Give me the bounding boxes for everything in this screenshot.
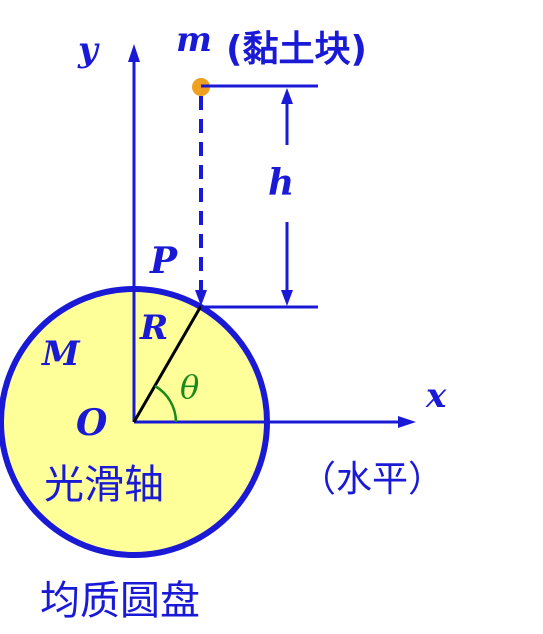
h-dimension-arrow-down (281, 290, 293, 306)
angle-arc (154, 384, 178, 423)
disk-mass-label: M (42, 334, 80, 374)
axle-note-label: 光滑轴 (44, 462, 164, 508)
mass-m-label: m (176, 20, 212, 60)
x-axis-label: x (426, 376, 447, 416)
horizontal-note-label: （水平） (300, 459, 445, 500)
h-dimension-arrow-up (281, 88, 293, 104)
point-p-label: P (150, 240, 178, 282)
y-axis-label: y (78, 30, 98, 70)
angle-theta-label: θ (180, 368, 200, 406)
y-axis-arrowhead (128, 44, 140, 62)
radius-line (132, 305, 203, 423)
radius-r-label: R (140, 308, 169, 348)
fall-path-arrowhead (195, 290, 207, 306)
clay-note-label: (黏土块) (226, 29, 367, 70)
x-axis-arrowhead (398, 416, 416, 428)
disk-caption-label: 均质圆盘 (40, 578, 200, 624)
origin-label: O (76, 402, 108, 444)
height-h-label: h (268, 162, 295, 204)
